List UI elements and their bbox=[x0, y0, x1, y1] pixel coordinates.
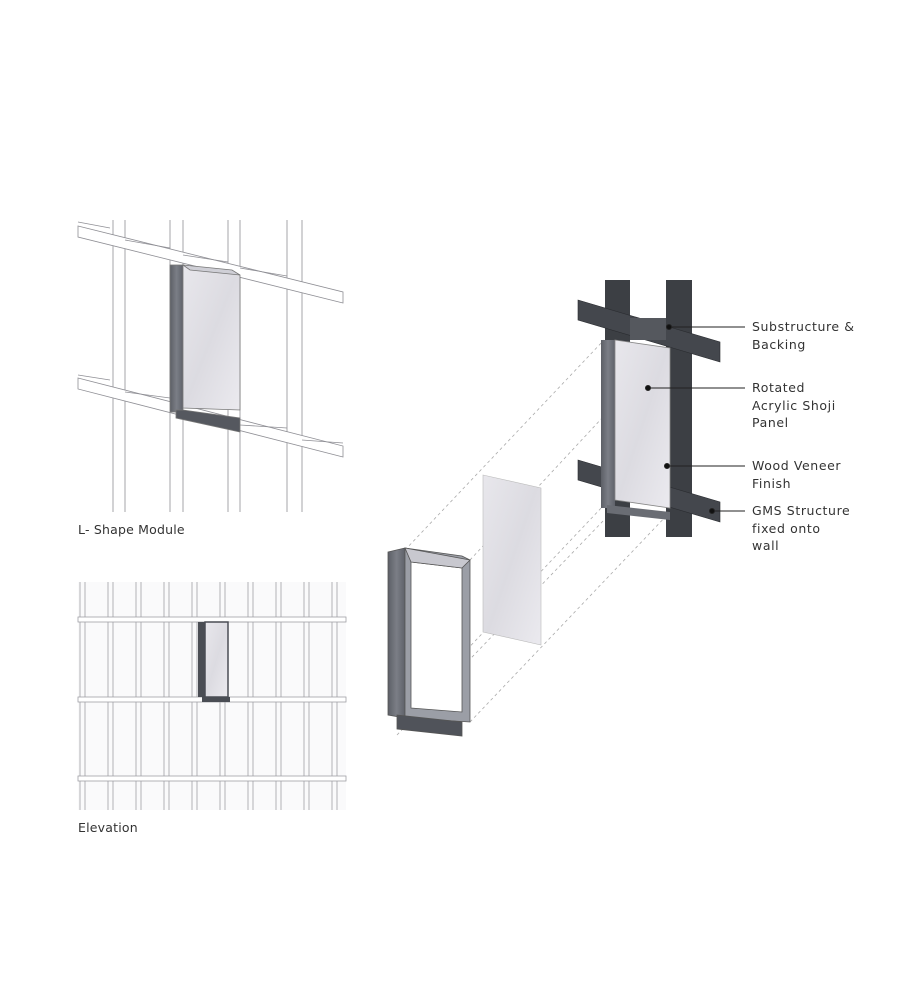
label-line: GMS Structure bbox=[752, 503, 851, 518]
label-line: Finish bbox=[752, 475, 792, 491]
exploded-shoji-panel bbox=[482, 474, 542, 646]
exploded-frame bbox=[387, 547, 471, 737]
lshape-panel bbox=[169, 264, 241, 433]
caption-lshape-module: L- Shape Module bbox=[78, 522, 185, 537]
label-line: Wood Veneer bbox=[752, 458, 842, 473]
caption-elevation: Elevation bbox=[78, 820, 138, 835]
lshape-module-drawing bbox=[77, 220, 344, 512]
label-line: Substructure & bbox=[752, 319, 855, 334]
label-line: Backing bbox=[752, 336, 806, 352]
elevation-drawing bbox=[77, 582, 347, 810]
elevation-panel bbox=[198, 621, 230, 702]
assembled-module bbox=[577, 280, 721, 537]
label-shoji-panel: Rotated Acrylic Shoji Panel bbox=[752, 379, 836, 432]
label-line: wall bbox=[752, 538, 780, 553]
label-line: fixed onto bbox=[752, 520, 821, 536]
label-line: Panel bbox=[752, 415, 789, 430]
label-line: Rotated bbox=[752, 380, 806, 395]
leader-lines bbox=[645, 324, 745, 514]
label-line: Acrylic Shoji bbox=[752, 397, 836, 413]
label-gms-structure: GMS Structure fixed onto wall bbox=[752, 502, 850, 555]
label-wood-veneer: Wood Veneer Finish bbox=[752, 457, 841, 492]
label-substructure: Substructure & Backing bbox=[752, 318, 855, 353]
